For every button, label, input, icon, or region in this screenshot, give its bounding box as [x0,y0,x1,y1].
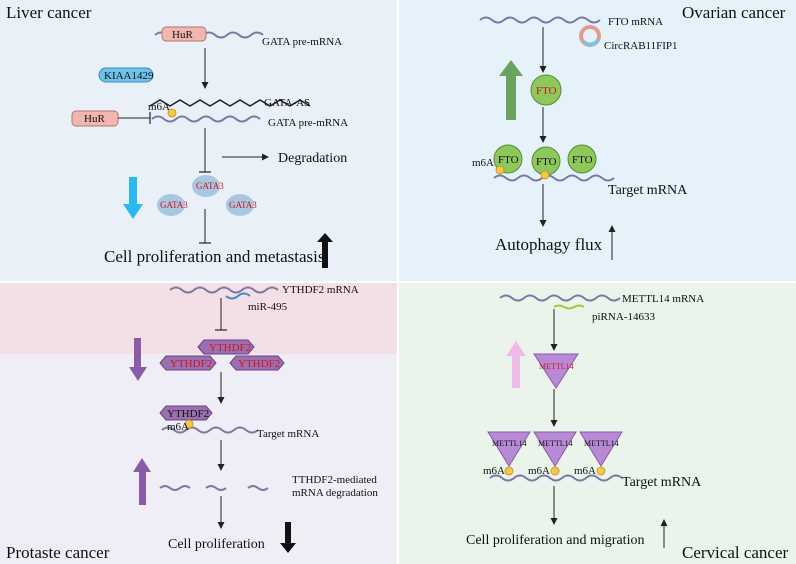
mettl14-label-2: METTL14 [538,439,573,448]
cervical-target-label: Target mRNA [622,475,702,490]
cervical-m6a-label-3: m6A [574,465,596,477]
kiaa1429-protein [98,67,154,83]
gata-pre-mrna-bottom-label: GATA pre-mRNA [268,117,348,129]
ovarian-target-mrna [493,174,615,182]
circrab11fip1-label: CircRAB11FIP1 [604,40,678,52]
degradation-label-line2: mRNA degradation [292,487,378,499]
m6a-mark-cervical-2 [550,466,560,476]
kiaa1429-label: KIAA1429 [104,70,154,82]
mettl14-center-label: METTL14 [539,362,574,371]
prostate-outcome: Cell proliferation [168,537,265,552]
ythdf2-protein-1 [197,339,255,355]
gata3-protein-1 [192,175,220,197]
ythdf2-label-1: YTHDF2 [209,342,251,354]
green-up-arrow [499,60,523,120]
mettl14-label-1: METTL14 [492,439,527,448]
ovarian-target-label: Target mRNA [608,183,688,198]
pink-up-arrow [506,341,526,388]
ovarian-panel-bg [398,0,796,282]
ythdf2-mrna-label: YTHDF2 mRNA [282,284,359,296]
cervical-outcome: Cell proliferation and migration [466,533,644,548]
ovarian-title: Ovarian cancer [682,3,786,22]
gata-as-label: GATA-AS [264,97,310,109]
hur-top-label: HuR [172,29,193,41]
ythdf2-protein-2 [159,355,217,371]
degraded-fragment-3 [247,485,269,491]
fto-mrna-label: FTO mRNA [608,16,663,28]
m6a-mark-ovarian-1 [495,165,505,175]
gata-as-rna [149,99,311,107]
mettl14-mrna-label: METTL14 mRNA [622,293,704,305]
gata-pre-mrna-top-label: GATA pre-mRNA [262,36,342,48]
m6a-mark [167,108,177,118]
degradation-label: Degradation [278,151,347,166]
gata3-protein-2 [157,194,185,216]
mir-495-label: miR-495 [248,301,288,313]
hur-left-label: HuR [84,113,105,125]
fto-label-2: FTO [536,156,557,168]
degraded-fragment-2 [205,485,227,491]
liver-panel-bg [0,0,398,282]
cervical-m6a-label-2: m6A [528,465,550,477]
ythdf2-bound-label: YTHDF2 [167,408,209,420]
ythdf2-protein-3 [229,355,285,371]
gata3-label-1: GATA3 [196,181,224,191]
gata-pre-mrna-bottom [151,115,261,123]
cervical-m6a-label-1: m6A [483,465,505,477]
liver-outcome: Cell proliferation and metastasis [104,247,324,266]
m6a-mark-prostate [184,419,194,429]
m6a-mark-cervical-1 [504,466,514,476]
prostate-highlight-band [0,282,398,354]
mir-495-strand [225,292,251,300]
degraded-fragment-1 [159,485,191,491]
cervical-target-mrna [489,474,623,482]
fto-protein-3 [567,144,597,174]
fto-mrna [479,16,601,24]
circrab11fip1-ring-accent [582,38,600,47]
purple-down-arrow [129,338,147,381]
m6a-mark-cervical-3 [596,466,606,476]
prostate-m6a-label: m6A [167,421,189,433]
mettl14-label-3: METTL14 [584,439,619,448]
prostate-title: Protaste cancer [6,543,110,562]
pirna-strand [553,304,585,310]
gata3-label-3: GATA3 [229,200,257,210]
ythdf2-label-3: YTHDF2 [238,358,280,370]
pirna-label: piRNA-14633 [592,311,655,323]
blue-down-arrow [123,177,143,219]
gata3-protein-3 [226,194,254,216]
cervical-panel-bg [398,282,796,564]
fto-label-1: FTO [498,154,519,166]
fto-center-label: FTO [536,85,557,97]
mettl14-protein-1 [487,431,531,467]
prostate-target-label: Target mRNA [257,428,319,440]
liver-up-arrow [317,233,333,268]
ythdf2-protein-bound [159,405,213,421]
ythdf2-mrna [169,286,279,294]
ovarian-outcome: Autophagy flux [495,235,603,254]
hur-protein-top [161,26,207,42]
ovarian-m6a-label: m6A [472,157,494,169]
m6a-label: m6A [148,101,170,113]
gata3-label-2: GATA3 [160,200,188,210]
prostate-down-arrow [280,522,296,553]
liver-title: Liver cancer [6,3,92,22]
mettl14-protein-3 [579,431,623,467]
m6a-mark-ovarian-2 [540,170,550,180]
fto-protein-center [530,74,562,106]
mettl14-mrna [499,294,621,302]
mettl14-protein-2 [533,431,577,467]
mettl14-protein-center [533,353,579,389]
prostate-target-mrna [161,426,259,434]
degradation-label-line1: TTHDF2-mediated [292,474,377,486]
purple-up-arrow [133,458,151,505]
ythdf2-label-2: YTHDF2 [170,358,212,370]
cervical-title: Cervical cancer [682,543,789,562]
fto-label-3: FTO [572,154,593,166]
